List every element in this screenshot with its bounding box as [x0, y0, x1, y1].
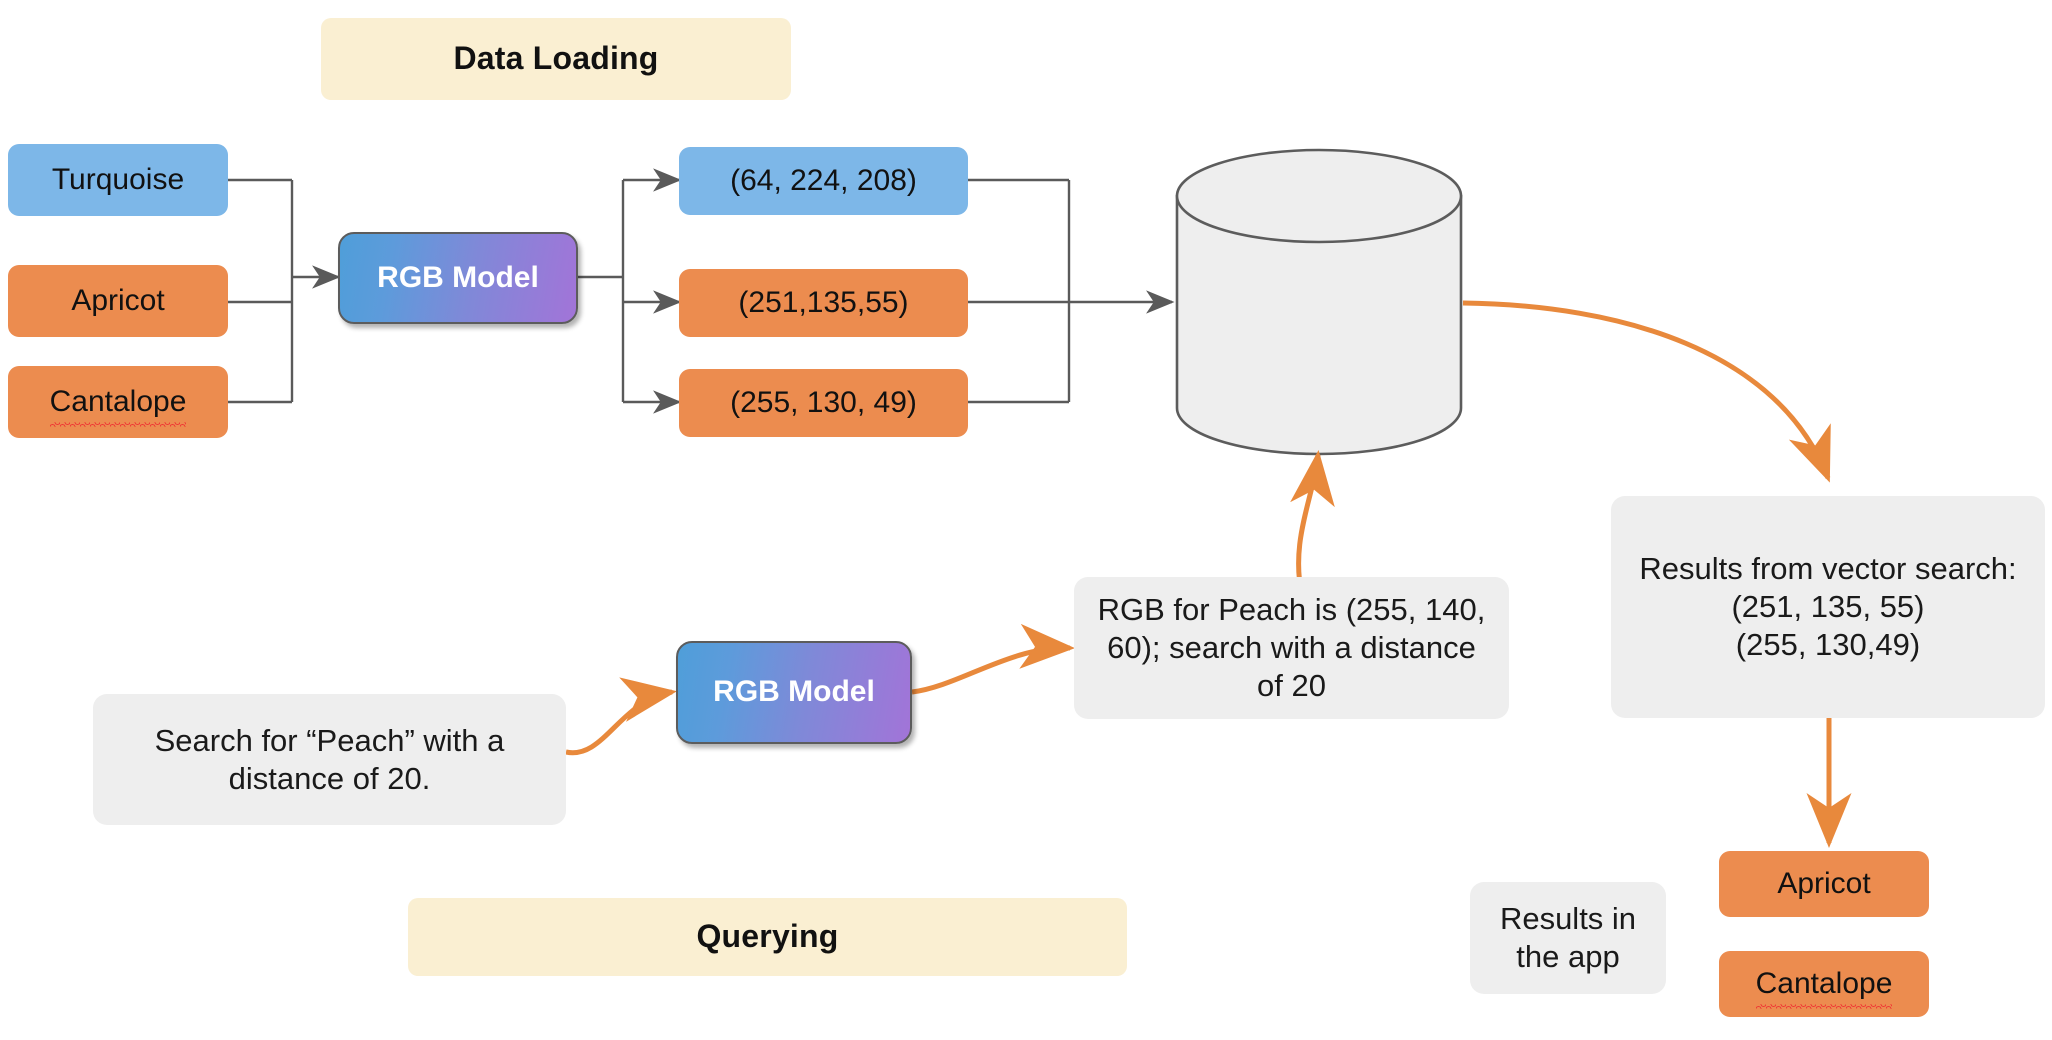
- note-results-in-the-app: Results in the app: [1470, 882, 1666, 994]
- result-chip-cantalope-label: Cantalope: [1755, 966, 1892, 1009]
- embedding-chip-apricot[interactable]: (251,135,55): [679, 269, 968, 337]
- embedding-chip-cantalope-label: (255, 130, 49): [730, 385, 917, 419]
- input-chip-turquoise-label: Turquoise: [51, 162, 185, 196]
- embedding-chip-turquoise-label: (64, 224, 208): [730, 163, 917, 197]
- input-chip-cantalope-label: Cantalope: [49, 384, 186, 427]
- banner-querying: Querying: [408, 898, 1127, 976]
- embedding-chip-cantalope[interactable]: (255, 130, 49): [679, 369, 968, 437]
- note-query-embedding-text: RGB for Peach is (255, 140, 60); search …: [1097, 592, 1486, 703]
- note-vector-search-results[interactable]: Results from vector search: (251, 135, 5…: [1611, 496, 2045, 718]
- rgb-model-loading[interactable]: RGB Model: [338, 232, 578, 324]
- embedding-chip-apricot-label: (251,135,55): [738, 285, 909, 319]
- note-vector-search-results-text: Results from vector search: (251, 135, 5…: [1639, 551, 2017, 662]
- result-chip-apricot-label: Apricot: [1777, 866, 1871, 900]
- input-fan-in-wires: [228, 178, 294, 404]
- result-chip-cantalope[interactable]: Cantalope: [1719, 951, 1929, 1017]
- note-query-input-text: Search for “Peach” with a distance of 20…: [154, 722, 505, 796]
- note-query-input[interactable]: Search for “Peach” with a distance of 20…: [93, 694, 566, 825]
- arrow-query-to-model: [565, 677, 677, 756]
- arrow-model-to-query-embedding: [911, 623, 1075, 695]
- input-chip-cantalope[interactable]: Cantalope: [8, 366, 228, 438]
- note-results-in-the-app-text: Results in the app: [1499, 901, 1637, 974]
- rgb-model-query-label: RGB Model: [713, 675, 875, 709]
- model-fan-out-wires: [578, 180, 625, 402]
- rgb-model-query[interactable]: RGB Model: [676, 641, 912, 744]
- input-chip-apricot[interactable]: Apricot: [8, 265, 228, 337]
- input-chip-turquoise[interactable]: Turquoise: [8, 144, 228, 216]
- note-query-embedding[interactable]: RGB for Peach is (255, 140, 60); search …: [1074, 577, 1509, 719]
- banner-data-loading: Data Loading: [321, 18, 791, 100]
- rgb-model-loading-label: RGB Model: [377, 260, 539, 294]
- arrow-query-embedding-to-database: [1290, 450, 1335, 597]
- arrow-database-to-results: [1462, 300, 1831, 483]
- result-chip-apricot[interactable]: Apricot: [1719, 851, 1929, 917]
- vector-database-cylinder[interactable]: [1175, 148, 1463, 456]
- input-chip-apricot-label: Apricot: [71, 283, 165, 317]
- embedding-chip-turquoise[interactable]: (64, 224, 208): [679, 147, 968, 215]
- embedding-fan-in-wires: [968, 178, 1071, 404]
